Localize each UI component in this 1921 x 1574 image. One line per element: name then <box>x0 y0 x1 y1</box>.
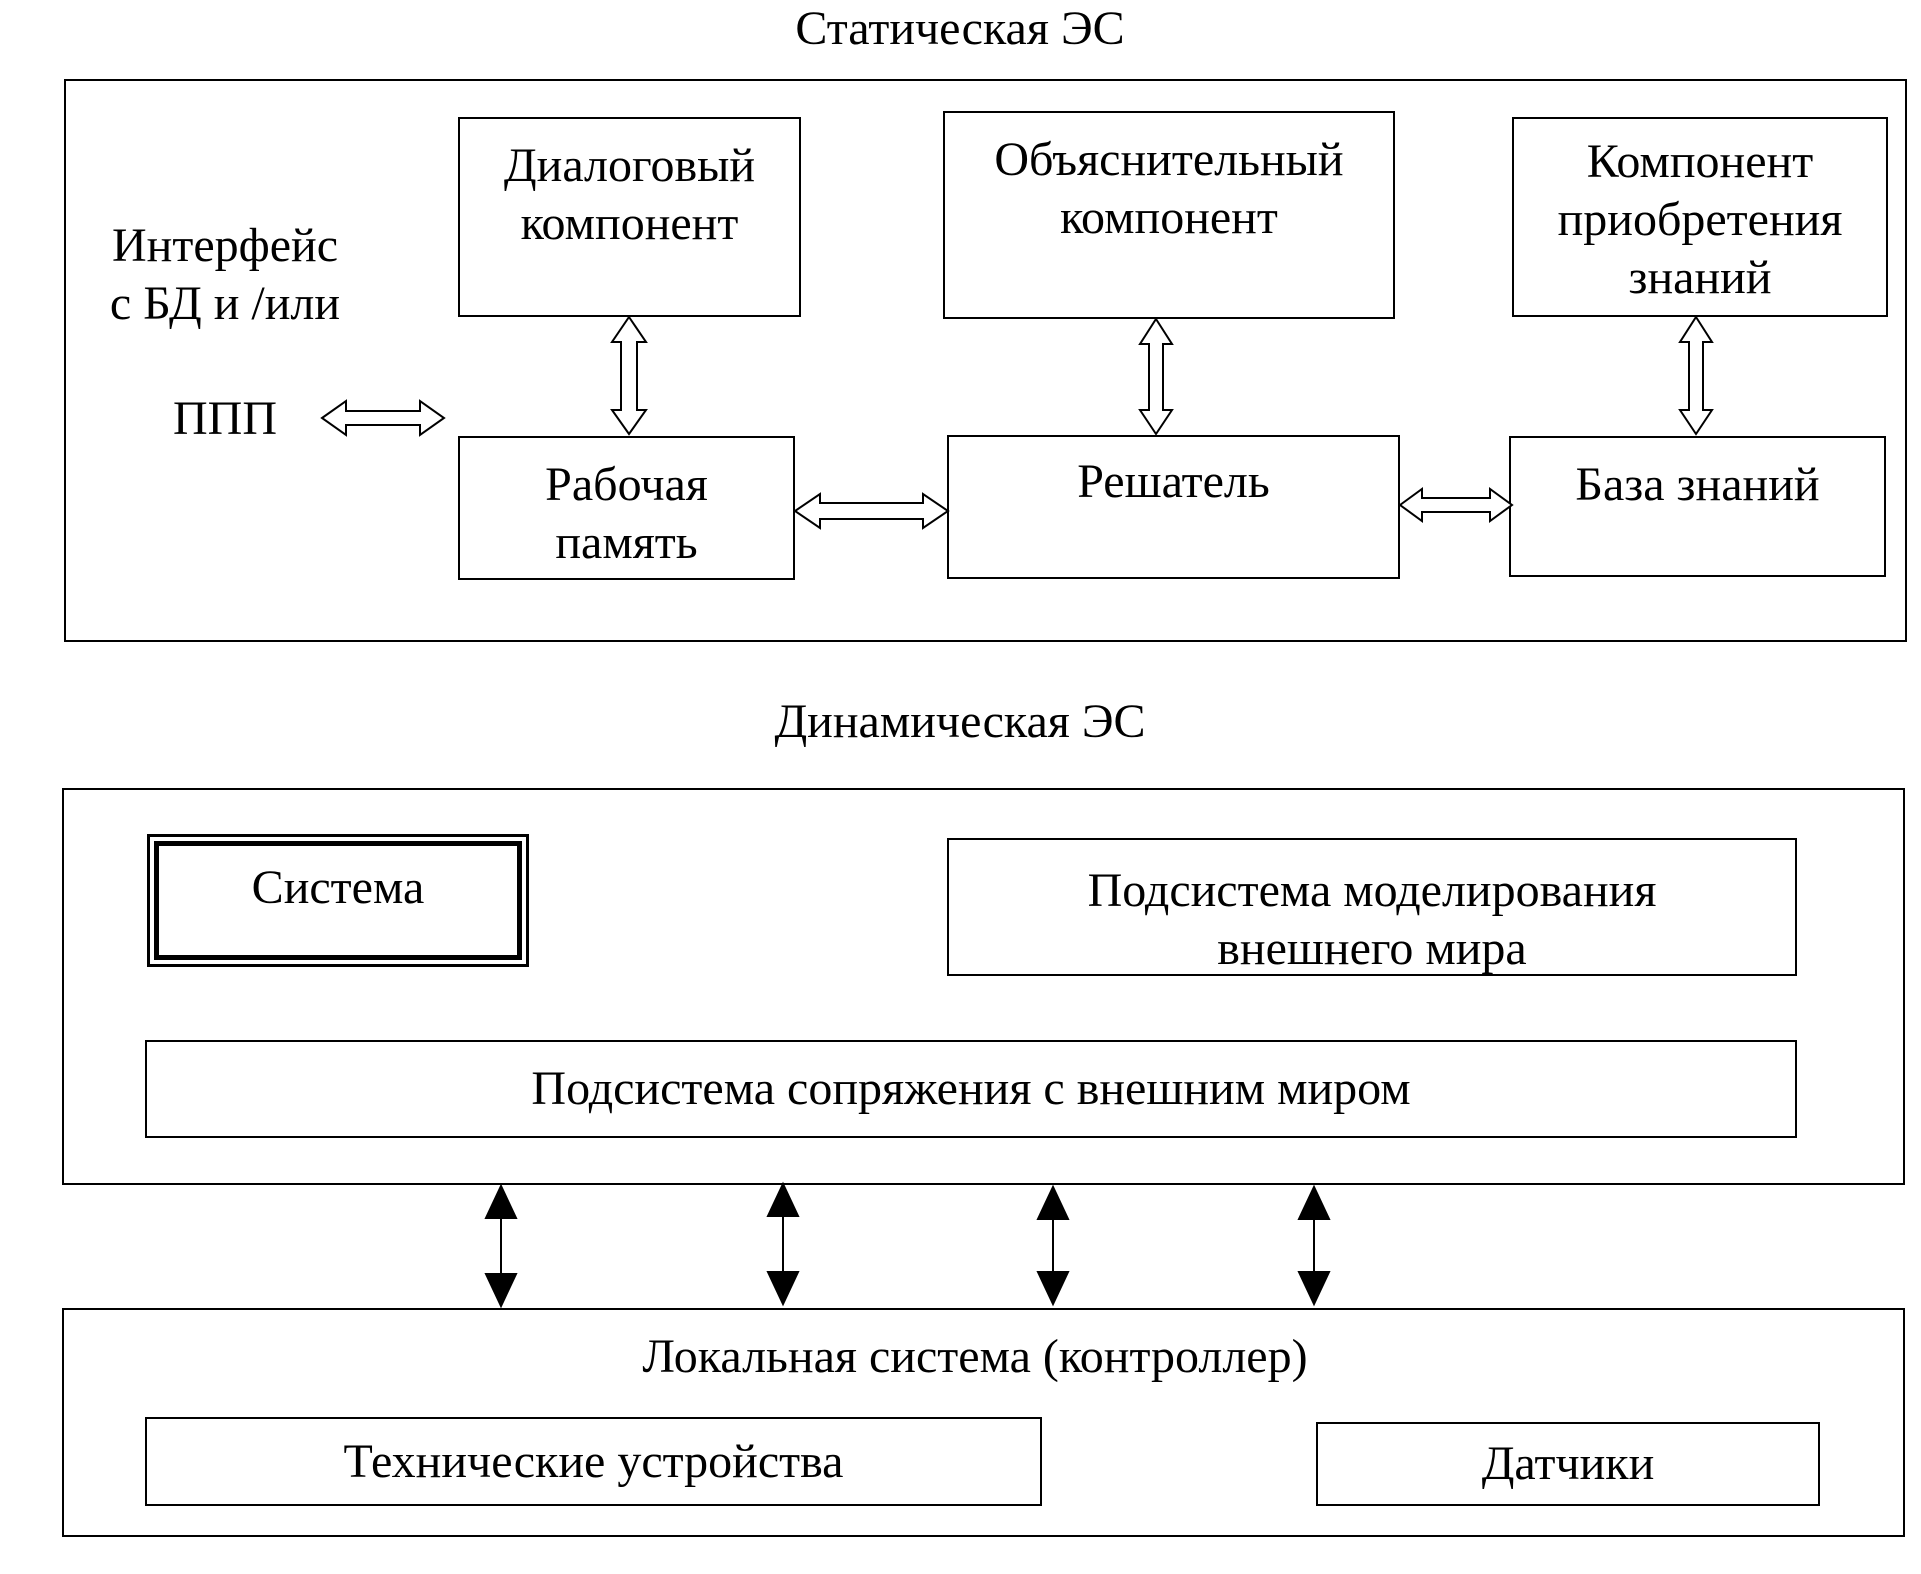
dialog-component-box: Диалоговый компонент <box>458 117 801 317</box>
dialog-line2: компонент <box>520 197 739 250</box>
solid-arrow-1-up <box>484 1183 518 1219</box>
sensors-label: Датчики <box>1481 1437 1655 1490</box>
solid-arrow-2-down <box>766 1271 800 1307</box>
solid-arrow-2-up <box>766 1181 800 1217</box>
system-box-inner: Система <box>154 841 522 960</box>
static-es-title: Статическая ЭС <box>795 2 1125 55</box>
explanation-component-box: Объяснительный компонент <box>943 111 1395 319</box>
local-system-frame <box>62 1308 1905 1537</box>
interface-label: Интерфейс с БД и /или <box>95 217 355 333</box>
working-memory-box: Рабочая память <box>458 436 795 580</box>
memory-solver-arrow <box>793 492 950 530</box>
interface-label-ppp: ППП <box>173 392 277 445</box>
dynamic-es-title: Динамическая ЭС <box>774 695 1146 748</box>
solid-arrows <box>484 1181 1331 1309</box>
solver-box: Решатель <box>947 435 1400 579</box>
local-system-title: Локальная система (контроллер) <box>642 1330 1308 1383</box>
acquire-kb-arrow <box>1678 315 1714 436</box>
solver-kb-arrow <box>1398 487 1514 523</box>
memory-line1: Рабочая <box>545 458 708 511</box>
acquire-line3: знаний <box>1628 251 1772 304</box>
interface-memory-arrow <box>320 399 446 437</box>
explain-line1: Объяснительный <box>994 133 1344 186</box>
system-box <box>147 834 529 967</box>
kb-line1: База знаний <box>1575 458 1820 511</box>
memory-line2: память <box>555 516 698 569</box>
technical-devices-label: Технические устройства <box>343 1434 844 1488</box>
explain-solver-arrow <box>1138 317 1174 436</box>
acquire-line2: приобретения <box>1557 193 1843 246</box>
sensors-box: Датчики <box>1316 1422 1820 1506</box>
knowledge-base-box: База знаний <box>1509 436 1886 577</box>
interface-label-line1: Интерфейс <box>111 219 339 272</box>
interface-label-line2: с БД и /или <box>109 277 341 330</box>
system-label: Система <box>251 861 425 914</box>
interface-subsystem-box: Подсистема сопряжения с внешним миром <box>145 1040 1797 1138</box>
solver-line1: Решатель <box>1077 455 1270 508</box>
technical-devices-box: Технические устройства <box>145 1417 1042 1506</box>
modeling-subsystem-box: Подсистема моделирования внешнего мира <box>947 838 1797 976</box>
solid-arrow-4-up <box>1297 1184 1331 1220</box>
solid-arrow-1-down <box>484 1273 518 1309</box>
modeling-line1: Подсистема моделирования <box>1087 864 1657 917</box>
dialog-memory-arrow <box>610 315 648 436</box>
interface-subsystem-label: Подсистема сопряжения с внешним миром <box>531 1062 1411 1115</box>
explain-line2: компонент <box>1060 191 1278 244</box>
modeling-line2: внешнего мира <box>1217 922 1527 975</box>
dialog-line1: Диалоговый <box>503 139 756 192</box>
solid-arrow-4-down <box>1297 1271 1331 1307</box>
dynamic-es-frame <box>62 788 1905 1185</box>
knowledge-acquisition-box: Компонент приобретения знаний <box>1512 117 1888 317</box>
acquire-line1: Компонент <box>1586 135 1814 188</box>
solid-arrow-3-up <box>1036 1184 1070 1220</box>
solid-arrow-3-down <box>1036 1271 1070 1307</box>
static-es-frame <box>64 79 1907 642</box>
